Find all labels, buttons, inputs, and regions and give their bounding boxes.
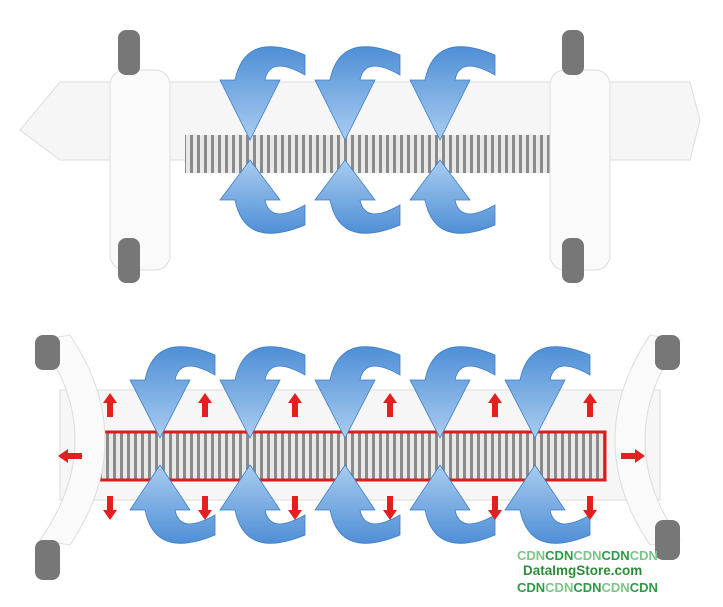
heat-arrows — [58, 393, 645, 520]
watermark-text: DataImgStore.com — [523, 563, 643, 578]
airflow-down-arrow — [219, 46, 306, 141]
airflow-down-arrow — [409, 346, 496, 439]
heat-arrow-up — [288, 393, 302, 417]
heat-arrow-down — [103, 496, 117, 520]
watermark-line-3: CDNCDNCDNCDNCDN — [517, 580, 658, 595]
heater-top — [19, 30, 701, 283]
airflow-up-arrow — [314, 464, 401, 544]
heat-arrow-down — [288, 496, 302, 520]
airflow-up-arrow — [504, 464, 591, 544]
heat-arrow-down — [198, 496, 212, 520]
heat-arrow-up — [383, 393, 397, 417]
airflow-down-arrow — [504, 346, 591, 439]
heat-arrow-down — [488, 496, 502, 520]
heat-arrow-up — [198, 393, 212, 417]
airflow-down-arrow — [314, 346, 401, 439]
airflow-down-arrow — [219, 346, 306, 439]
heat-arrow-down — [583, 496, 597, 520]
airflow-up-arrow — [409, 159, 496, 234]
airflow-up-arrow — [314, 159, 401, 234]
heat-arrow-left — [58, 449, 82, 463]
watermark-line-1: CDNCDNCDNCDNCDN — [517, 548, 658, 563]
heat-arrow-up — [103, 393, 117, 417]
airflow-up-arrow — [409, 464, 496, 544]
heater-bottom — [35, 334, 681, 580]
airflow-arrows — [129, 46, 591, 544]
heat-arrow-up — [488, 393, 502, 417]
airflow-up-arrow — [129, 464, 216, 544]
airflow-down-arrow — [314, 46, 401, 141]
airflow-up-arrow — [219, 464, 306, 544]
airflow-up-arrow — [219, 159, 306, 234]
airflow-down-arrow — [409, 46, 496, 141]
airflow-down-arrow — [129, 346, 216, 439]
heat-arrow-up — [583, 393, 597, 417]
heat-arrow-right — [621, 449, 645, 463]
heat-arrow-down — [383, 496, 397, 520]
